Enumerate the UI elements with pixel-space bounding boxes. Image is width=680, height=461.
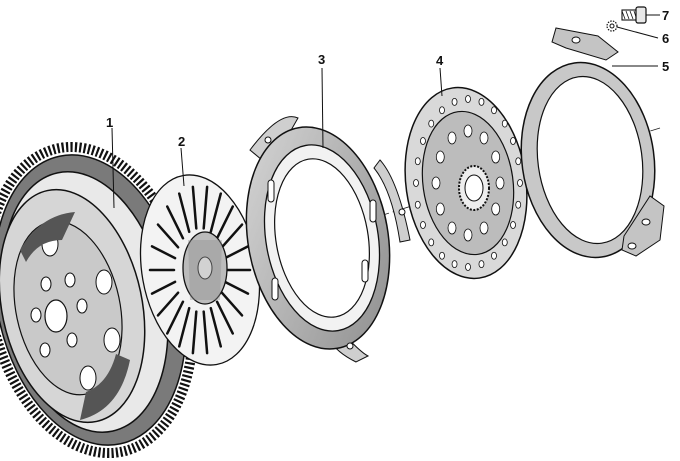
spring-finger	[220, 291, 244, 317]
clutch-disc-hole	[501, 238, 508, 247]
clutch-disc-hole	[414, 157, 421, 166]
clutch-disc-hole	[435, 150, 445, 164]
clutch-disc-hole	[515, 157, 522, 166]
spring-finger	[191, 185, 198, 230]
spring-finger	[215, 300, 234, 335]
callout-4: 4	[436, 53, 444, 68]
flywheel	[0, 141, 198, 459]
clutch-disc-hole	[463, 228, 473, 242]
clutch-disc-hole	[510, 221, 516, 229]
clutch-disc-hole	[465, 95, 471, 103]
spring-finger	[150, 280, 177, 295]
spring-plate	[139, 174, 261, 366]
clutch-disc-hole	[439, 106, 445, 115]
clutch-disc-hole	[465, 263, 471, 271]
bolt	[621, 6, 647, 24]
clutch-disc-hole	[491, 251, 497, 260]
pressure-plate	[245, 116, 411, 363]
leader-line-3	[321, 67, 324, 149]
callout-7: 7	[662, 8, 670, 23]
spring-finger	[202, 185, 209, 230]
clutch-disc-hole	[447, 221, 457, 235]
clutch-disc-hole	[420, 137, 426, 145]
clutch-disc-hole	[495, 176, 505, 190]
clutch-disc-hole	[491, 202, 501, 216]
leader-line-6	[616, 26, 659, 39]
callout-2: 2	[178, 134, 186, 149]
clutch-disc-hole	[517, 179, 523, 187]
clutch-disc-hole	[451, 260, 458, 269]
spring-finger	[150, 245, 177, 260]
clutch-disc-hole	[428, 119, 435, 128]
clutch-disc-hole	[479, 221, 489, 235]
guide-ring	[520, 27, 665, 259]
clutch-disc-hole	[420, 221, 426, 229]
clutch-disc	[404, 86, 528, 280]
spring-finger	[215, 205, 234, 240]
clutch-disc-hole	[439, 251, 445, 260]
clutch-disc-hole	[510, 137, 516, 145]
spring-finger	[191, 310, 198, 355]
clutch-disc-hole	[447, 131, 457, 145]
spring-finger	[202, 310, 209, 355]
callout-3: 3	[318, 52, 326, 67]
spring-finger	[223, 280, 250, 295]
clutch-disc-hole	[414, 200, 421, 209]
clutch-disc-hole	[435, 202, 445, 216]
clutch-disc-hole	[515, 200, 522, 209]
clutch-disc-hole	[413, 179, 419, 187]
clutch-disc-hole	[491, 106, 497, 115]
spring-finger	[223, 245, 250, 260]
clutch-disc-hole	[431, 176, 441, 190]
leader-line-2	[180, 147, 185, 187]
spring-finger	[166, 205, 185, 240]
spring-finger	[177, 192, 191, 234]
clutch-disc-hole	[478, 97, 485, 106]
callout-6: 6	[662, 31, 670, 46]
spring-finger	[166, 300, 185, 335]
leader-line-1	[111, 127, 115, 209]
callout-1: 1	[106, 115, 114, 130]
flywheel-hub-bore	[44, 299, 68, 333]
spring-finger	[209, 306, 223, 348]
spring-finger	[209, 192, 223, 234]
callout-5: 5	[662, 59, 670, 74]
clutch-disc-hole	[463, 124, 473, 138]
lock-washer	[606, 20, 618, 32]
guide-ring-bracket-bottom	[621, 195, 665, 257]
clutch-disc-hole	[501, 119, 508, 128]
spring-finger	[177, 306, 191, 348]
guide-ring-bracket-top	[551, 27, 619, 61]
clutch-disc-hole	[428, 238, 435, 247]
clutch-disc-hole	[478, 260, 485, 269]
leader-line-4	[439, 67, 443, 97]
spring-finger	[220, 223, 244, 249]
clutch-disc-hole	[479, 131, 489, 145]
spring-finger	[156, 291, 180, 317]
clutch-disc-hole	[491, 150, 501, 164]
clutch-disc-hole	[451, 97, 458, 106]
spring-finger	[156, 223, 180, 249]
